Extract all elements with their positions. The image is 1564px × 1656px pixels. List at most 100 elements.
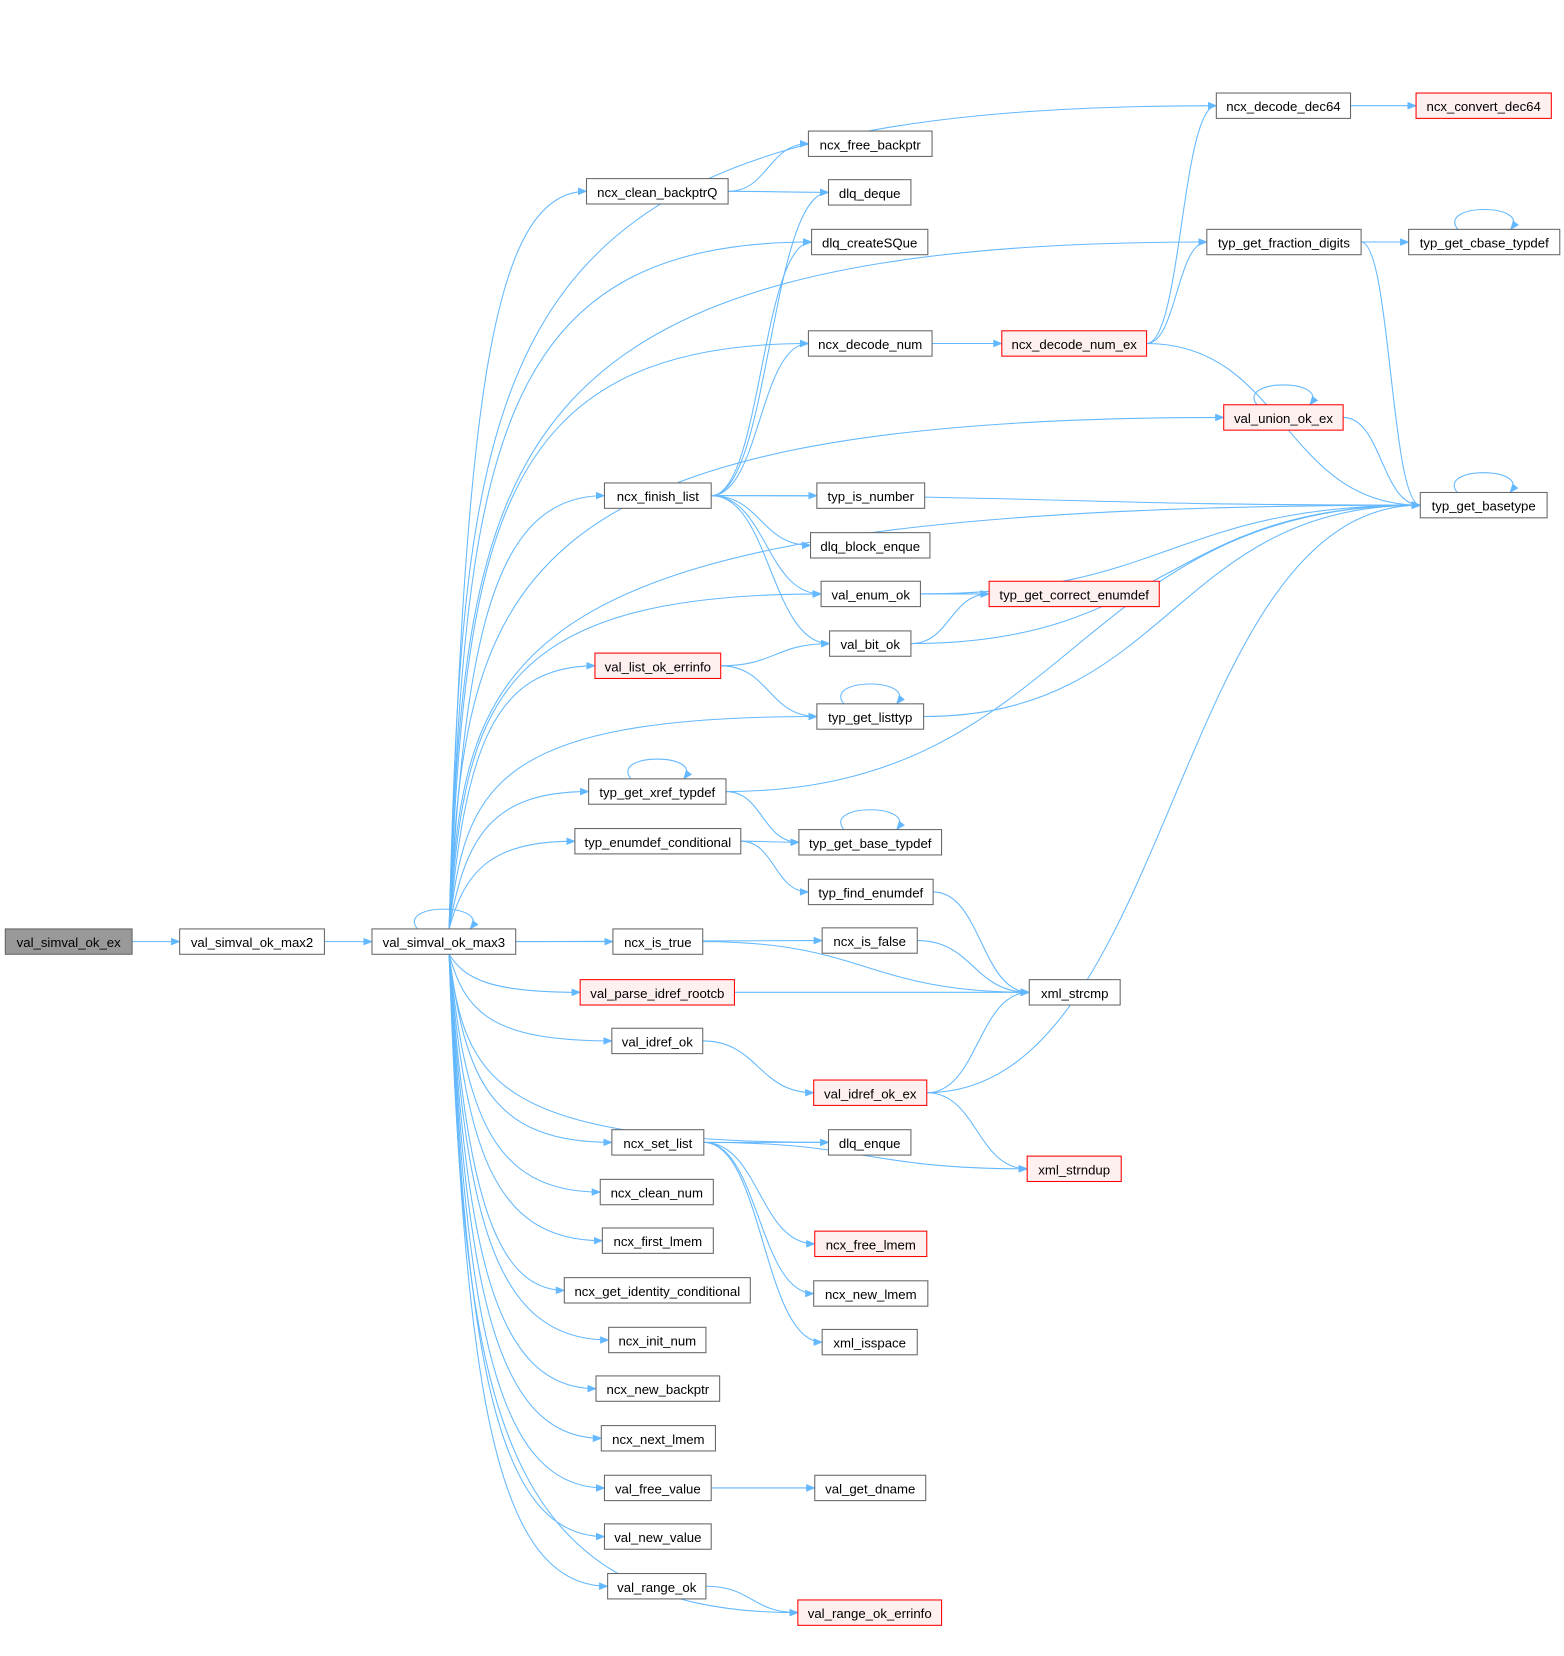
- node-ncx_free_backptr[interactable]: ncx_free_backptr: [807, 130, 933, 157]
- edge-ncx_is_false-to-xml_strcmp: [917, 940, 1031, 997]
- edge-ncx_is_true-to-xml_strcmp: [702, 941, 1031, 997]
- edge-val_simval_ok_max3-to-val_list_ok_errinfo: [448, 661, 596, 929]
- node-typ_enumdef_conditional[interactable]: typ_enumdef_conditional: [574, 828, 742, 855]
- edge-val_idref_ok_ex-to-xml_strcmp: [926, 988, 1031, 1094]
- node-box: [574, 828, 742, 855]
- node-label: ncx_init_num: [618, 1334, 696, 1349]
- edge-typ_get_basetype-to-typ_get_basetype: [1453, 472, 1519, 494]
- node-typ_get_fraction_digits[interactable]: typ_get_fraction_digits: [1206, 228, 1362, 256]
- node-label: typ_get_basetype: [1432, 499, 1536, 514]
- edge-val_union_ok_ex-to-typ_get_basetype: [1343, 416, 1422, 509]
- node-ncx_new_lmem[interactable]: ncx_new_lmem: [813, 1280, 929, 1307]
- node-val_new_value[interactable]: val_new_value: [603, 1523, 712, 1550]
- node-typ_is_number[interactable]: typ_is_number: [816, 482, 926, 509]
- node-val_simval_ok_ex[interactable]: val_simval_ok_ex: [4, 928, 133, 955]
- edge-val_enum_ok-to-typ_get_basetype: [920, 501, 1422, 595]
- node-val_get_dname[interactable]: val_get_dname: [814, 1474, 927, 1502]
- node-label: ncx_is_true: [624, 935, 691, 950]
- node-val_idref_ok[interactable]: val_idref_ok: [611, 1027, 704, 1055]
- edge-val_union_ok_ex-to-val_union_ok_ex: [1253, 384, 1319, 406]
- node-box: [611, 1027, 704, 1055]
- node-box: [1028, 979, 1121, 1006]
- edge-typ_get_fraction_digits-to-typ_get_basetype: [1360, 241, 1422, 509]
- node-box: [599, 1178, 714, 1206]
- node-typ_get_listtyp[interactable]: typ_get_listtyp: [816, 703, 925, 730]
- node-typ_get_basetype[interactable]: typ_get_basetype: [1419, 491, 1548, 519]
- node-label: xml_isspace: [833, 1336, 906, 1351]
- node-ncx_free_lmem[interactable]: ncx_free_lmem: [814, 1230, 928, 1258]
- edge-ncx_set_list-to-xml_isspace: [703, 1141, 824, 1346]
- node-label: ncx_clean_num: [611, 1186, 703, 1201]
- node-box: [607, 1573, 707, 1600]
- node-box: [603, 1523, 712, 1550]
- node-box: [603, 482, 712, 509]
- node-box: [601, 1227, 714, 1254]
- edge-val_simval_ok_max3-to-ncx_clean_backptrQ: [448, 187, 588, 929]
- edge-ncx_decode_num_ex-to-ncx_decode_dec64: [1146, 101, 1218, 345]
- node-ncx_is_false[interactable]: ncx_is_false: [821, 927, 918, 954]
- node-ncx_finish_list[interactable]: ncx_finish_list: [603, 482, 712, 509]
- node-ncx_convert_dec64[interactable]: ncx_convert_dec64: [1415, 92, 1552, 119]
- node-val_range_ok_errinfo[interactable]: val_range_ok_errinfo: [797, 1599, 943, 1626]
- edge-ncx_set_list-to-ncx_new_lmem: [703, 1141, 815, 1298]
- edge-val_simval_ok_max3-to-val_parse_idref_rootcb: [448, 954, 582, 997]
- edge-typ_find_enumdef-to-xml_strcmp: [933, 891, 1031, 997]
- edge-val_simval_ok_max3-to-val_enum_ok: [448, 590, 823, 929]
- node-typ_get_correct_enumdef[interactable]: typ_get_correct_enumdef: [988, 580, 1160, 608]
- node-label: val_simval_ok_max2: [191, 935, 313, 950]
- node-typ_get_xref_typdef[interactable]: typ_get_xref_typdef: [588, 778, 727, 805]
- node-val_bit_ok[interactable]: val_bit_ok: [829, 630, 912, 657]
- edge-val_simval_ok_max3-to-typ_get_basetype: [448, 501, 1422, 929]
- node-val_list_ok_errinfo[interactable]: val_list_ok_errinfo: [594, 652, 722, 679]
- node-dlq_block_enque[interactable]: dlq_block_enque: [810, 532, 931, 559]
- node-ncx_first_lmem[interactable]: ncx_first_lmem: [601, 1227, 714, 1254]
- node-ncx_next_lmem[interactable]: ncx_next_lmem: [600, 1425, 716, 1452]
- node-label: val_get_dname: [825, 1482, 915, 1497]
- node-val_enum_ok[interactable]: val_enum_ok: [820, 580, 921, 608]
- node-ncx_init_num[interactable]: ncx_init_num: [608, 1326, 707, 1354]
- node-box: [814, 1230, 928, 1258]
- node-ncx_clean_backptrQ[interactable]: ncx_clean_backptrQ: [585, 178, 729, 205]
- node-val_union_ok_ex[interactable]: val_union_ok_ex: [1223, 404, 1344, 431]
- node-box: [579, 979, 735, 1006]
- node-xml_strcmp[interactable]: xml_strcmp: [1028, 979, 1121, 1006]
- node-ncx_get_identity_conditional[interactable]: ncx_get_identity_conditional: [563, 1277, 751, 1304]
- node-box: [816, 482, 926, 509]
- node-ncx_decode_dec64[interactable]: ncx_decode_dec64: [1215, 92, 1352, 119]
- node-ncx_clean_num[interactable]: ncx_clean_num: [599, 1178, 714, 1206]
- node-box: [827, 1129, 912, 1156]
- node-ncx_set_list[interactable]: ncx_set_list: [611, 1129, 705, 1156]
- edge-val_simval_ok_max3-to-typ_get_xref_typdef: [448, 787, 590, 930]
- node-box: [588, 778, 727, 805]
- node-val_idref_ok_ex[interactable]: val_idref_ok_ex: [813, 1079, 928, 1106]
- node-box: [603, 1474, 712, 1502]
- node-dlq_deque[interactable]: dlq_deque: [827, 179, 912, 206]
- node-xml_isspace[interactable]: xml_isspace: [821, 1328, 918, 1356]
- node-typ_get_base_typdef[interactable]: typ_get_base_typdef: [798, 829, 943, 856]
- node-label: typ_get_xref_typdef: [599, 785, 715, 800]
- edge-val_simval_ok_max3-to-val_free_value: [448, 954, 606, 1492]
- edge-ncx_finish_list-to-val_bit_ok: [711, 495, 831, 648]
- node-ncx_decode_num[interactable]: ncx_decode_num: [807, 330, 933, 357]
- node-box: [821, 927, 918, 954]
- node-box: [1408, 228, 1561, 256]
- node-val_parse_idref_rootcb[interactable]: val_parse_idref_rootcb: [579, 979, 735, 1006]
- edge-val_simval_ok_max3-to-typ_enumdef_conditional: [448, 837, 576, 930]
- node-val_simval_ok_max2[interactable]: val_simval_ok_max2: [179, 928, 325, 955]
- node-ncx_is_true[interactable]: ncx_is_true: [612, 928, 704, 955]
- node-box: [179, 928, 325, 955]
- node-dlq_createSQue[interactable]: dlq_createSQue: [811, 228, 929, 256]
- node-typ_find_enumdef[interactable]: typ_find_enumdef: [807, 878, 934, 906]
- node-val_simval_ok_max3[interactable]: val_simval_ok_max3: [371, 928, 517, 955]
- node-label: val_idref_ok: [622, 1034, 694, 1049]
- node-label: val_range_ok: [617, 1580, 697, 1595]
- node-val_range_ok[interactable]: val_range_ok: [607, 1573, 707, 1600]
- node-val_free_value[interactable]: val_free_value: [603, 1474, 712, 1502]
- node-label: ncx_decode_dec64: [1226, 99, 1340, 114]
- node-xml_strndup[interactable]: xml_strndup: [1026, 1155, 1122, 1183]
- node-ncx_decode_num_ex[interactable]: ncx_decode_num_ex: [1001, 330, 1148, 357]
- node-dlq_enque[interactable]: dlq_enque: [827, 1129, 912, 1156]
- node-ncx_new_backptr[interactable]: ncx_new_backptr: [595, 1375, 721, 1402]
- node-box: [1001, 330, 1148, 357]
- node-typ_get_cbase_typdef[interactable]: typ_get_cbase_typdef: [1408, 228, 1561, 256]
